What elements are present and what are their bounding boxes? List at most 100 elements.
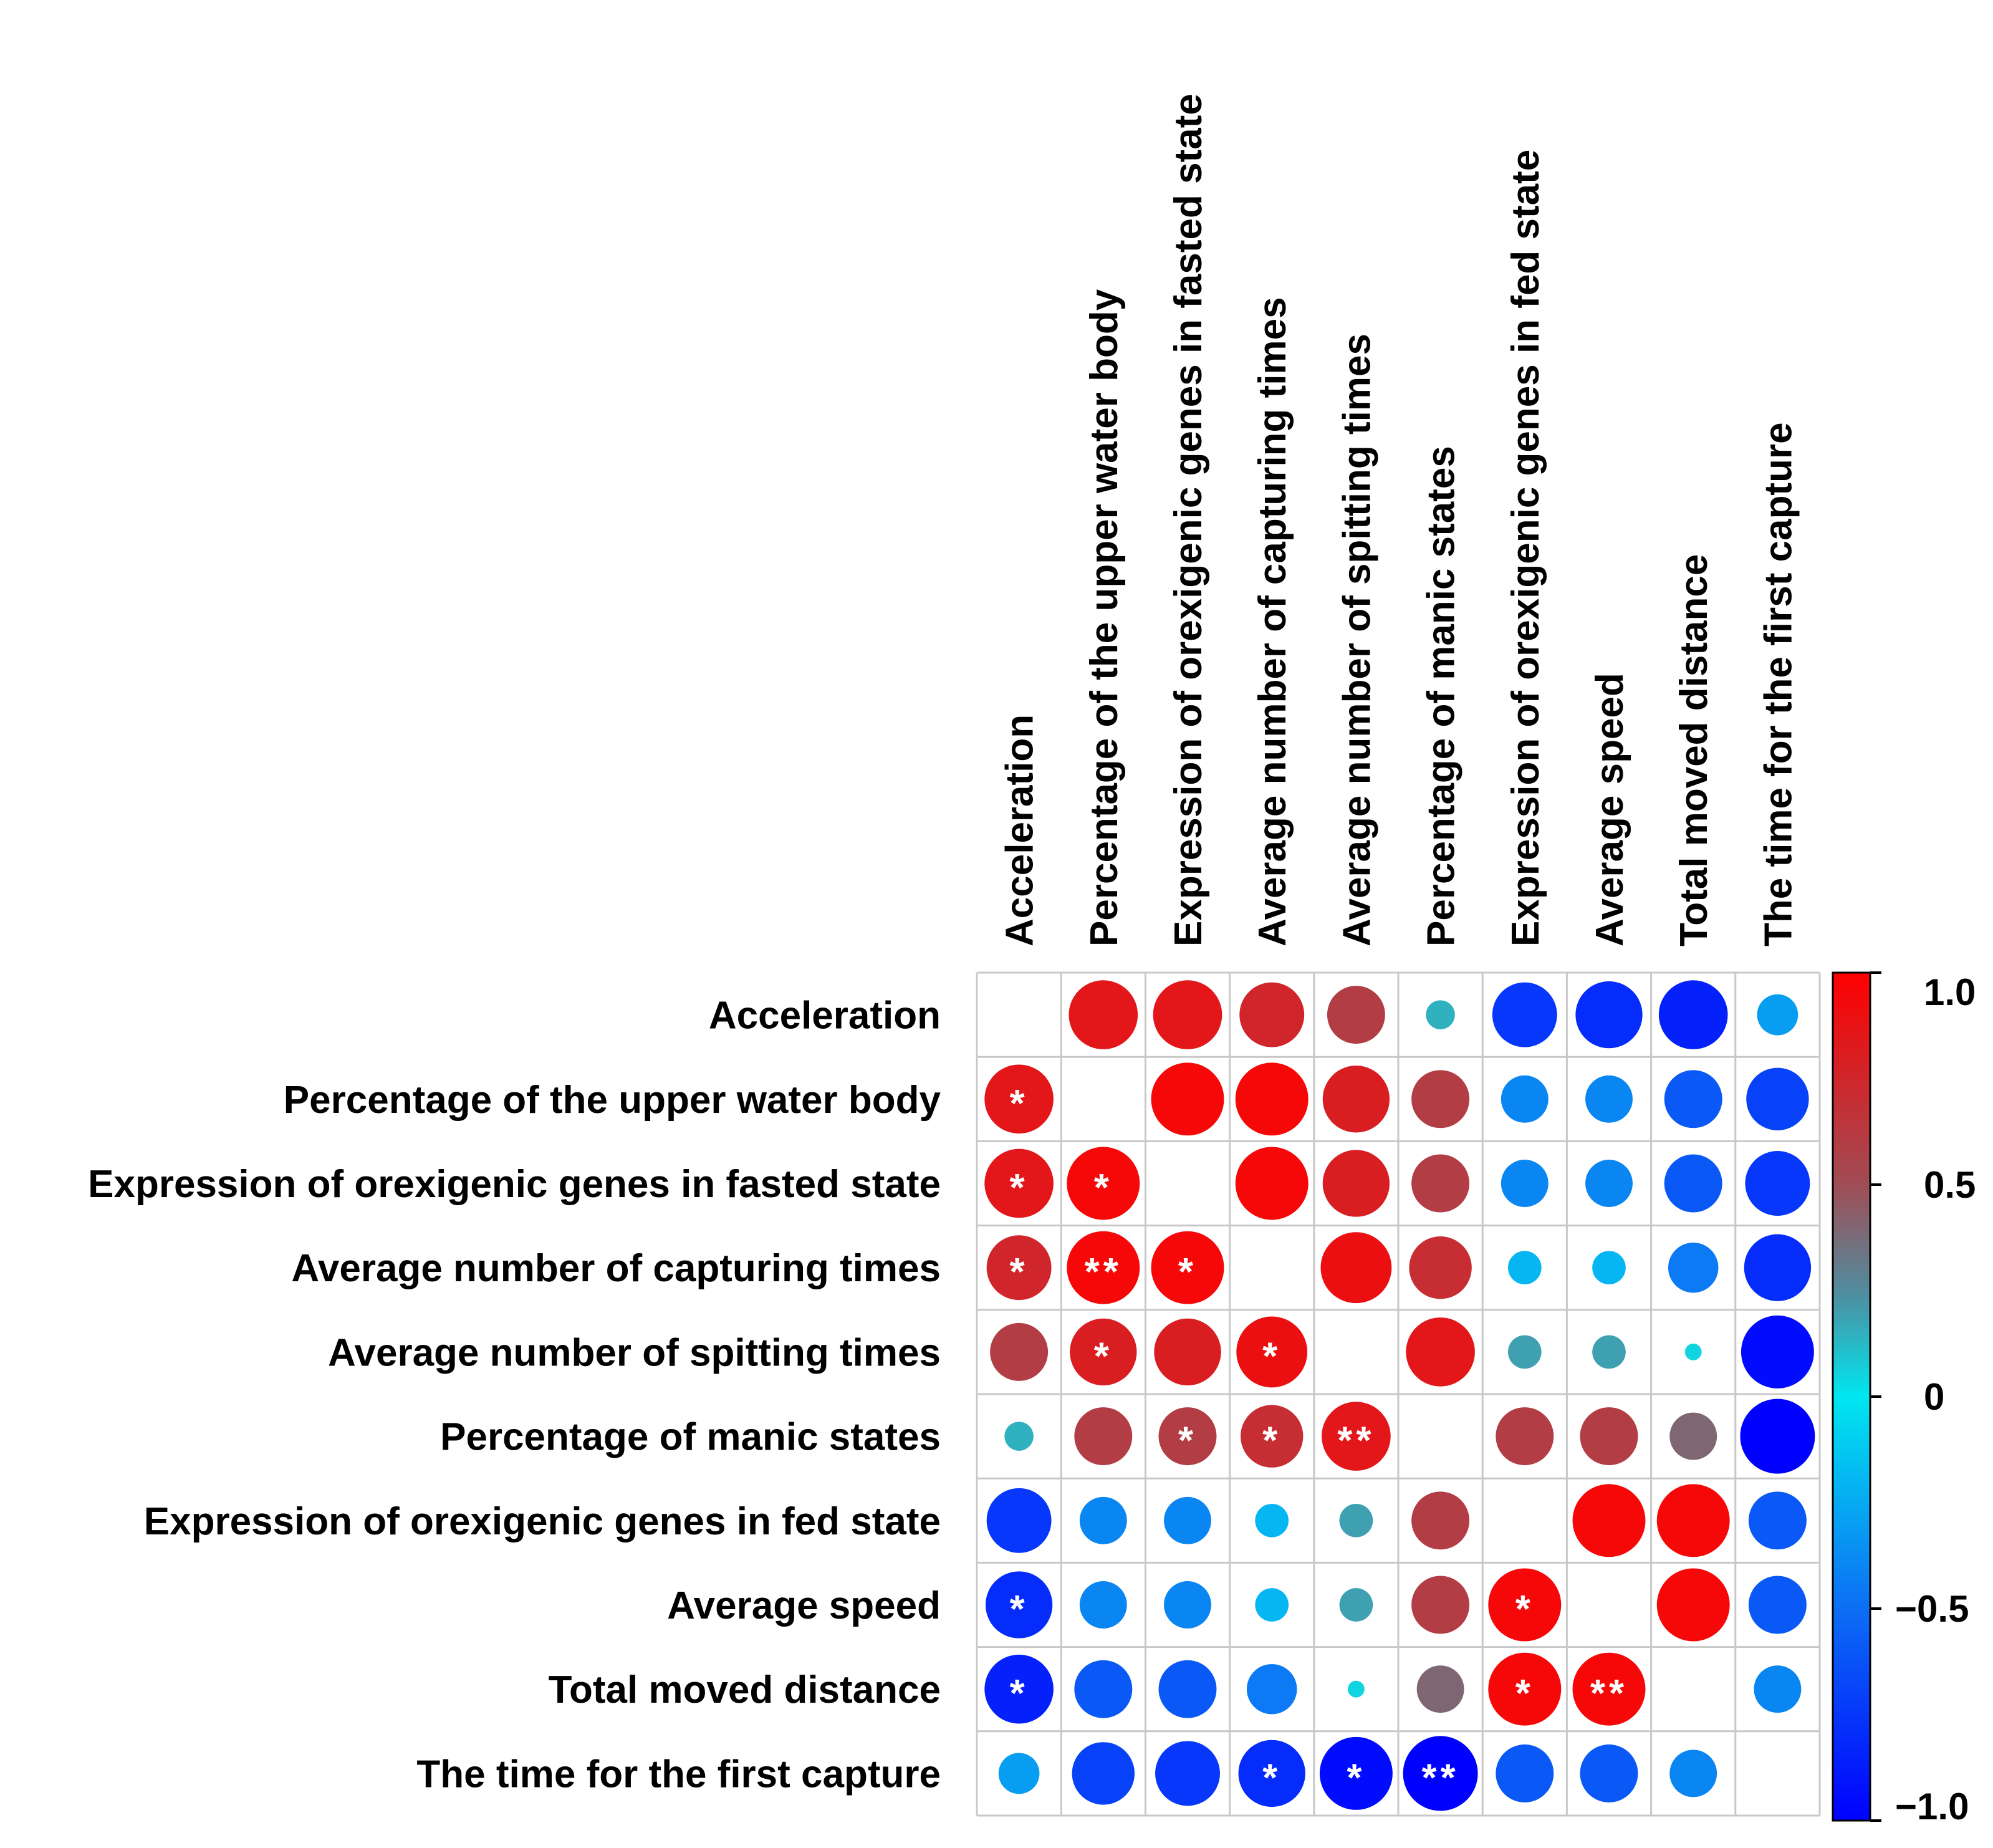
column-label-percentage-of-the-upper-water-body: Percentage of the upper water body [1083,289,1126,946]
correlation-circle-1-0 [984,1064,1054,1134]
correlation-circle-2-0 [984,1148,1054,1218]
row-label-percentage-of-manic-states: Percentage of manic states [440,1416,941,1459]
colorbar-gradient [1832,971,1871,1822]
correlation-circle-6-0 [986,1488,1052,1553]
colorbar-tick-label: −1.0 [1895,1786,1969,1827]
correlation-circle-9-7 [1580,1744,1638,1802]
colorbar-tick-label: 0 [1924,1376,1944,1418]
significance-mark-5-4: ** [1337,1420,1375,1463]
correlation-circle-3-4 [1320,1232,1392,1304]
correlation-circle-6-5 [1411,1491,1470,1550]
row-label-expression-of-orexigenic-genes-in-fasted-state: Expression of orexigenic genes in fasted… [88,1163,941,1206]
correlation-circle-0-3 [1239,982,1305,1047]
column-label-percentage-of-manic-states: Percentage of manic states [1420,446,1463,946]
correlation-circle-3-5 [1409,1236,1472,1299]
colorbar-tick-label: 0.5 [1924,1164,1976,1206]
correlation-circle-3-1 [1067,1231,1140,1304]
significance-mark-3-0: * [1010,1251,1029,1294]
correlation-circle-5-9 [1740,1398,1815,1474]
correlation-circle-0-4 [1327,986,1385,1044]
correlation-circle-3-6 [1507,1251,1542,1285]
correlation-circles [984,980,1815,1811]
correlation-circle-3-8 [1668,1242,1719,1293]
correlation-circle-7-4 [1339,1588,1373,1622]
grid [976,971,1821,1817]
correlation-circle-7-2 [1164,1581,1211,1629]
correlation-circle-8-1 [1074,1660,1133,1718]
significance-mark-9-4: * [1347,1756,1365,1799]
colorbar-tick-label: 1.0 [1924,971,1976,1013]
correlation-circle-9-2 [1155,1741,1220,1806]
significance-mark-9-5: ** [1421,1756,1459,1799]
correlation-circle-6-1 [1079,1496,1127,1544]
significance-mark-8-7: ** [1590,1672,1628,1715]
correlation-circle-4-0 [990,1322,1049,1381]
correlation-circle-7-0 [985,1571,1053,1639]
correlation-circle-4-3 [1236,1316,1308,1388]
significance-mark-8-0: * [1010,1672,1029,1715]
correlation-circle-7-9 [1748,1576,1807,1634]
correlation-circle-5-6 [1496,1407,1554,1466]
correlation-circle-8-0 [984,1654,1054,1724]
correlation-circle-2-8 [1664,1154,1722,1213]
column-label-average-number-of-spitting-times: Average number of spitting times [1335,334,1378,946]
correlation-circle-0-8 [1658,980,1728,1049]
correlation-circle-2-6 [1501,1160,1549,1207]
correlation-circle-7-8 [1656,1568,1730,1642]
correlation-circle-0-9 [1757,994,1799,1036]
correlation-circle-8-7 [1572,1652,1646,1726]
correlation-circle-2-4 [1322,1150,1390,1217]
correlation-circle-8-4 [1347,1680,1365,1698]
colorbar: 1.00.50−0.5−1.0 [1832,971,1976,1827]
correlation-circle-0-2 [1153,980,1222,1049]
correlation-circle-9-0 [998,1753,1040,1794]
correlation-circle-5-4 [1322,1402,1391,1471]
correlation-circle-1-7 [1585,1075,1633,1123]
row-label-acceleration: Acceleration [709,994,941,1037]
correlation-circle-3-7 [1592,1251,1626,1285]
column-labels: Acceleration Percentage of the upper wate… [999,94,1800,946]
column-label-acceleration: Acceleration [999,715,1042,946]
correlation-circle-3-2 [1151,1231,1224,1304]
correlation-circle-1-9 [1746,1067,1809,1130]
correlation-circle-6-7 [1572,1484,1646,1557]
correlation-circle-5-0 [1004,1422,1034,1451]
significance-mark-2-0: * [1010,1167,1029,1210]
correlation-circle-8-3 [1246,1663,1297,1715]
significance-marks: *********************** [1010,1082,1628,1800]
correlation-circle-4-5 [1406,1317,1475,1387]
correlation-circle-2-1 [1067,1147,1140,1220]
correlation-circle-0-7 [1575,981,1643,1049]
correlation-circle-8-6 [1488,1652,1562,1726]
correlation-circle-3-0 [986,1235,1052,1301]
significance-mark-7-0: * [1010,1588,1029,1631]
correlation-circle-9-5 [1403,1736,1478,1811]
correlation-circle-3-9 [1744,1234,1812,1301]
column-label-expression-of-orexigenic-genes-in-fed-state: Expression of orexigenic genes in fed st… [1504,150,1547,946]
row-label-average-speed: Average speed [667,1584,941,1627]
significance-mark-2-1: * [1094,1167,1113,1210]
correlation-circle-5-2 [1158,1407,1217,1466]
significance-mark-9-3: * [1262,1756,1281,1799]
row-label-average-number-of-spitting-times: Average number of spitting times [328,1331,941,1374]
correlation-circle-7-3 [1255,1588,1289,1622]
correlation-circle-5-1 [1074,1407,1133,1466]
correlation-circle-2-7 [1585,1160,1633,1207]
correlation-circle-2-3 [1235,1147,1309,1220]
significance-mark-7-6: * [1515,1588,1534,1631]
correlation-circle-9-8 [1669,1749,1717,1797]
column-label-the-time-for-the-first-capture: The time for the first capture [1757,422,1800,946]
correlation-circle-4-7 [1592,1335,1626,1369]
correlation-circle-7-5 [1411,1576,1470,1634]
significance-mark-8-6: * [1515,1672,1534,1715]
significance-mark-5-2: * [1178,1420,1197,1463]
correlation-circle-1-2 [1151,1062,1224,1136]
correlation-circle-9-1 [1072,1742,1135,1805]
significance-mark-1-0: * [1010,1082,1029,1125]
correlation-circle-9-6 [1496,1744,1554,1802]
correlation-circle-6-9 [1748,1491,1807,1550]
correlation-circle-8-9 [1754,1665,1802,1713]
correlation-circle-9-4 [1319,1736,1393,1810]
correlation-circle-6-8 [1656,1484,1730,1557]
